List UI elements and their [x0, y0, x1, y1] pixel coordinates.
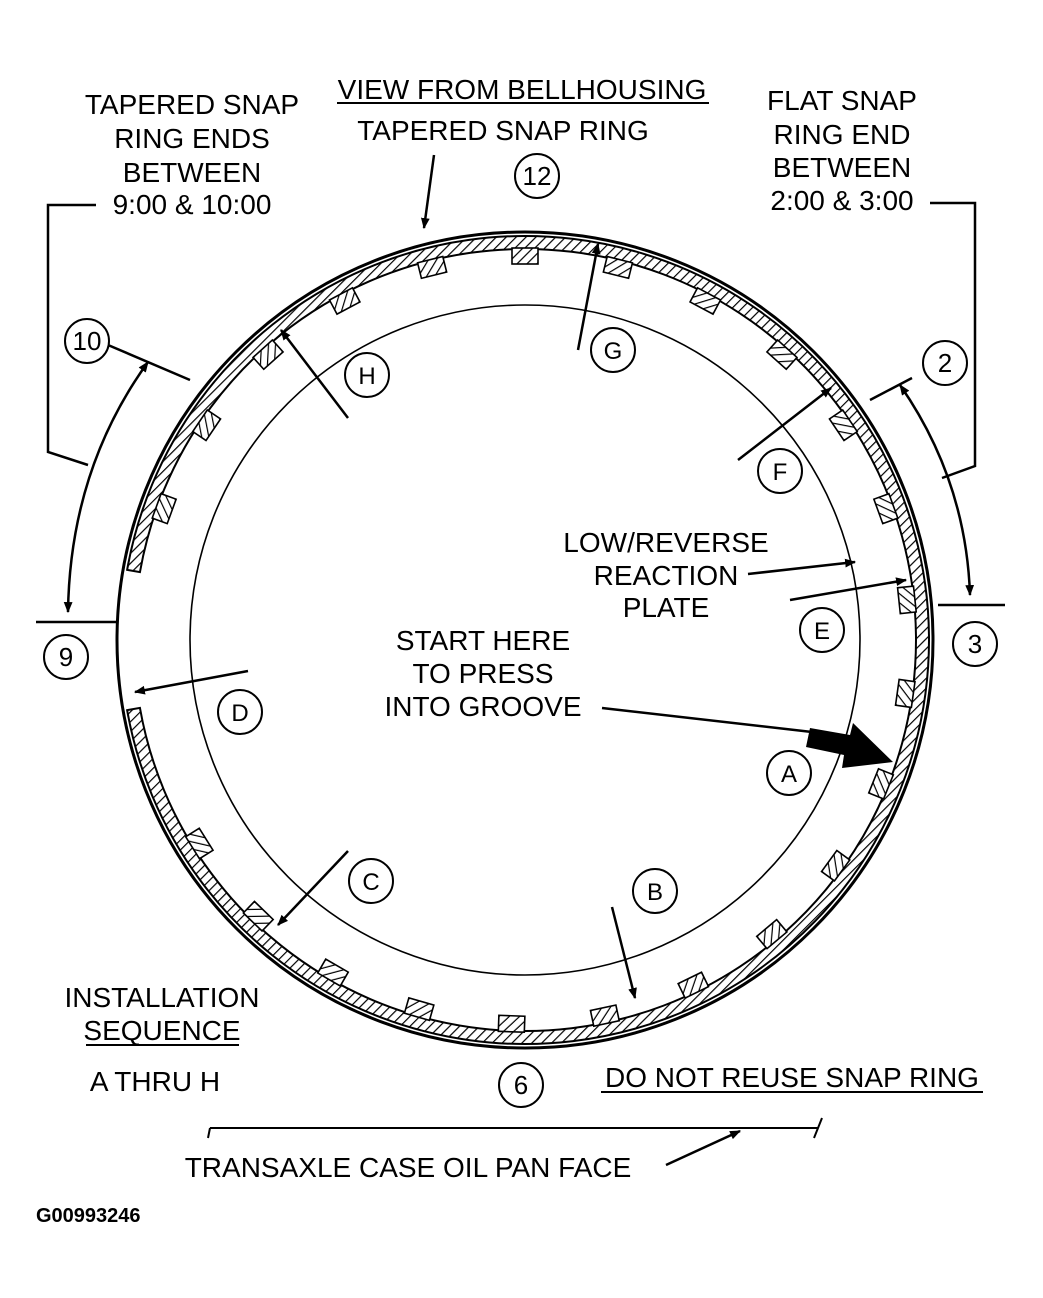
flat-range-arc — [898, 384, 975, 597]
step-c: C — [277, 850, 394, 926]
svg-text:START HERE: START HERE — [396, 625, 570, 656]
figure-code: G00993246 — [36, 1205, 141, 1227]
svg-text:BETWEEN: BETWEEN — [773, 152, 911, 183]
oil-pan-face-line — [207, 1117, 823, 1139]
tapered-ring-label: TAPERED SNAP RING — [357, 115, 648, 146]
oil-pan-face-arrow — [665, 1129, 741, 1167]
two-oclock-leader — [869, 376, 913, 402]
step-d: D — [133, 669, 263, 735]
snap-ring-lug — [316, 958, 350, 988]
svg-text:B: B — [647, 879, 663, 906]
snap-ring-lug — [416, 255, 448, 280]
svg-text:INTO GROOVE: INTO GROOVE — [384, 691, 581, 722]
snap-ring-lug — [511, 247, 539, 265]
snap-ring-lug — [184, 827, 215, 860]
step-h: H — [280, 329, 390, 419]
snap-ring-lug — [602, 255, 634, 280]
svg-text:FLAT SNAP: FLAT SNAP — [767, 85, 917, 116]
snap-ring-lug — [677, 971, 710, 1000]
clock-2: 2 — [922, 340, 968, 386]
flat-end-bracket — [930, 201, 977, 480]
svg-text:6: 6 — [514, 1070, 528, 1100]
svg-text:F: F — [773, 459, 788, 486]
svg-text:H: H — [358, 363, 375, 390]
start-here-arrow — [806, 723, 893, 768]
snap-ring-lug — [872, 492, 899, 525]
reuse-warning: DO NOT REUSE SNAP RING — [601, 1062, 983, 1093]
step-b: B — [610, 868, 678, 1000]
svg-text:DO NOT REUSE SNAP RING: DO NOT REUSE SNAP RING — [605, 1062, 979, 1093]
svg-text:10: 10 — [73, 326, 102, 356]
snap-ring-lug — [896, 585, 918, 615]
svg-text:RING END: RING END — [774, 119, 911, 150]
view-title: VIEW FROM BELLHOUSING — [338, 74, 707, 105]
oil-pan-face-label: TRANSAXLE CASE OIL PAN FACE — [185, 1152, 632, 1183]
svg-text:PLATE: PLATE — [623, 592, 710, 623]
svg-text:SEQUENCE: SEQUENCE — [83, 1015, 240, 1046]
svg-text:9:00 & 10:00: 9:00 & 10:00 — [113, 189, 272, 220]
svg-text:TO PRESS: TO PRESS — [412, 658, 553, 689]
snap-ring-lug — [242, 900, 275, 933]
svg-text:D: D — [231, 700, 248, 727]
step-f: F — [737, 387, 832, 494]
snap-ring-lug — [894, 678, 916, 709]
svg-text:G: G — [604, 338, 623, 365]
snap-ring-lug — [403, 996, 435, 1022]
step-e: E — [789, 577, 908, 653]
svg-text:2: 2 — [938, 348, 952, 378]
start-here-callout: START HERE TO PRESS INTO GROOVE — [384, 625, 581, 722]
svg-text:RING ENDS: RING ENDS — [114, 123, 270, 154]
svg-text:LOW/REVERSE: LOW/REVERSE — [563, 527, 768, 558]
clock-9: 9 — [43, 634, 89, 680]
svg-text:E: E — [814, 618, 830, 645]
reaction-plate-circle — [189, 304, 861, 976]
snap-ring-lug — [688, 286, 722, 316]
tapered-ring-arrow — [420, 154, 436, 230]
snap-ring-assembly — [115, 230, 935, 1050]
svg-text:INSTALLATION: INSTALLATION — [64, 982, 259, 1013]
snap-ring-lug — [755, 918, 789, 950]
snap-ring-lug — [497, 1014, 526, 1034]
svg-text:2:00 & 3:00: 2:00 & 3:00 — [770, 185, 913, 216]
snap-ring-lug — [251, 338, 285, 371]
reaction-plate-callout: LOW/REVERSE REACTION PLATE — [563, 527, 768, 623]
snap-ring-lugs — [151, 247, 918, 1034]
snap-ring-lug — [328, 286, 362, 316]
snap-ring-lug — [589, 1004, 621, 1028]
case-bore-outline — [115, 230, 935, 1050]
snap-ring-lug — [820, 849, 851, 883]
step-g: G — [576, 242, 636, 373]
svg-text:9: 9 — [59, 642, 73, 672]
reaction-plate-arrow — [747, 558, 857, 576]
tapered-ends-callout: TAPERED SNAP RING ENDS BETWEEN 9:00 & 10… — [85, 89, 299, 220]
installation-sequence-note: INSTALLATION SEQUENCE A THRU H — [64, 982, 259, 1097]
clock-6: 6 — [498, 1062, 544, 1108]
svg-text:BETWEEN: BETWEEN — [123, 157, 261, 188]
ten-oclock-leader — [107, 343, 191, 382]
svg-text:12: 12 — [523, 161, 552, 191]
flat-end-callout: FLAT SNAP RING END BETWEEN 2:00 & 3:00 — [767, 85, 917, 216]
snap-ring-lug — [867, 767, 895, 800]
clock-12: 12 — [514, 153, 560, 199]
tapered-snap-ring — [125, 235, 931, 1045]
snap-ring-lug — [765, 338, 799, 371]
svg-text:TAPERED SNAP: TAPERED SNAP — [85, 89, 299, 120]
svg-text:3: 3 — [968, 629, 982, 659]
svg-text:REACTION: REACTION — [594, 560, 739, 591]
snap-ring-lug — [151, 492, 178, 525]
svg-text:C: C — [362, 869, 379, 896]
snap-ring-lug — [828, 408, 859, 442]
clock-10: 10 — [64, 318, 110, 364]
start-here-leader — [601, 706, 813, 734]
clock-3: 3 — [952, 621, 998, 667]
tapered-range-arc — [63, 361, 150, 614]
svg-text:A: A — [781, 761, 797, 788]
sequence-range: A THRU H — [90, 1066, 220, 1097]
snap-ring-lug — [191, 408, 222, 442]
step-a: A — [766, 750, 812, 796]
